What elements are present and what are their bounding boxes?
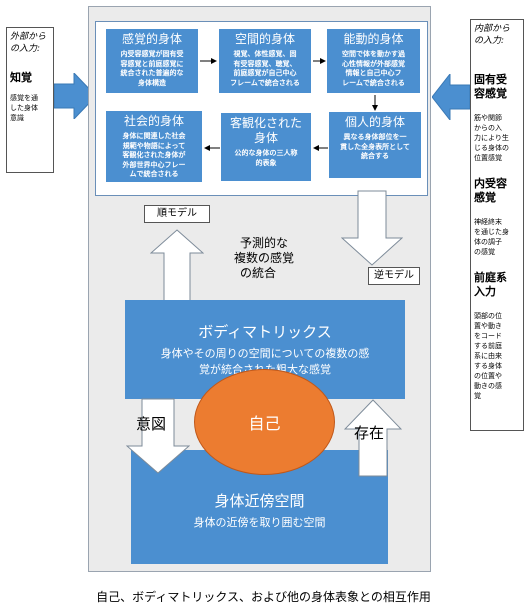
card-spatial-body: 空間的身体 視覚、体性感覚、固 有受容感覚、聴覚、 前庭感覚が自己中心 フレーム… bbox=[219, 29, 311, 93]
prediction-line-2: 複数の感覚 bbox=[234, 251, 295, 265]
vestibular-desc-2: 置や動き bbox=[474, 322, 502, 330]
proprioception-desc-1: 筋や関節 bbox=[474, 114, 502, 122]
card-social-body-desc-3: 客観化された身体が bbox=[122, 151, 186, 159]
vestibular-desc-8: 動きの感 bbox=[474, 382, 502, 390]
card-sensory-body: 感覚的身体 内受容感覚が固有受 容感覚と前庭感覚に 統合された普遍的な 身体構造 bbox=[106, 29, 198, 93]
card-personal-body-desc-2: 貫した全身表所として bbox=[340, 142, 410, 151]
internal-input-box: 内部から の入力: 固有受 容感覚 筋や関節 からの入 力により生 じる身体の … bbox=[470, 19, 524, 431]
card-sensory-body-desc-3: 統合された普遍的な bbox=[120, 69, 184, 77]
interoception-desc-4: の感覚 bbox=[474, 248, 495, 256]
card-active-body-title: 能動的身体 bbox=[343, 32, 404, 46]
inverse-model-label: 逆モデル bbox=[368, 267, 420, 285]
prediction-line-3: の統合 bbox=[240, 266, 277, 280]
card-sensory-body-title: 感覚的身体 bbox=[121, 32, 182, 46]
vestibular-desc-4: する前庭 bbox=[474, 342, 502, 350]
prediction-line-1: 予測的な bbox=[240, 236, 289, 250]
interoception-title-2: 感覚 bbox=[474, 191, 496, 204]
proprioception-title-1: 固有受 bbox=[474, 73, 507, 86]
peripersonal-space-title: 身体近傍空間 bbox=[214, 492, 305, 510]
card-spatial-body-desc-2: 有受容感覚、聴覚、 bbox=[233, 59, 297, 68]
card-personal-body-desc-3: 統合する bbox=[361, 152, 389, 160]
proprioception-desc-2: からの入 bbox=[474, 124, 502, 132]
vestibular-title-1: 前庭系 bbox=[474, 271, 507, 284]
self-label: 自己 bbox=[248, 414, 281, 433]
card-objectified-body-desc-1: 公的な身体の三人称 bbox=[234, 149, 298, 157]
card-sensory-body-desc-1: 内受容感覚が固有受 bbox=[120, 50, 184, 58]
existence-arrow-icon bbox=[344, 399, 402, 477]
existence-label: 存在 bbox=[354, 424, 385, 442]
peripersonal-space-desc: 身体の近傍を取り囲む空間 bbox=[193, 516, 326, 529]
intention-arrow-icon bbox=[126, 398, 190, 474]
interoception-desc-2: を通じた身 bbox=[474, 228, 509, 236]
card-objectified-body-desc-2: 的表象 bbox=[255, 158, 277, 167]
self-ellipse: 自己 bbox=[194, 369, 335, 475]
vestibular-desc-3: をコード bbox=[474, 332, 502, 340]
vestibular-desc-9: 覚 bbox=[474, 392, 481, 400]
card-social-body-desc-5: ムで統合される bbox=[129, 170, 179, 178]
body-matrix-desc-1: 身体やその周りの空間についての複数の感 bbox=[160, 347, 370, 360]
card-personal-body: 個人的身体 異なる身体部位を一 貫した全身表所として 統合する bbox=[329, 112, 421, 178]
vestibular-desc-6: する身体 bbox=[474, 362, 502, 370]
card-objectified-body-title-1: 客観化された bbox=[229, 116, 302, 130]
vestibular-desc-7: の位置や bbox=[474, 372, 502, 380]
card-active-body-desc-4: レームで統合される bbox=[342, 78, 405, 87]
proprioception-desc-3: 力により生 bbox=[474, 134, 509, 142]
body-matrix-title: ボディマトリックス bbox=[198, 323, 332, 341]
external-input-heading-2: の入力: bbox=[10, 44, 41, 54]
card-sensory-body-desc-2: 容感覚と前庭感覚に bbox=[120, 59, 184, 68]
internal-input-heading-1: 内部から bbox=[474, 24, 511, 34]
card-objectified-body-title-2: 身体 bbox=[253, 131, 278, 145]
card-social-body-desc-4: 外部世界中心フレー bbox=[122, 160, 186, 169]
external-input-title: 知覚 bbox=[10, 71, 32, 84]
card-personal-body-title: 個人的身体 bbox=[344, 115, 405, 129]
external-input-desc-1: 感覚を通 bbox=[10, 94, 38, 102]
predictive-integration-text: 予測的な 複数の感覚 の統合 bbox=[234, 236, 344, 281]
flow-arrows bbox=[200, 58, 378, 151]
interoception-desc-3: 体の調子 bbox=[474, 238, 502, 246]
card-active-body-desc-1: 空間で体を動かす過 bbox=[342, 50, 405, 58]
card-spatial-body-desc-3: 前庭感覚が自己中心 bbox=[233, 69, 297, 77]
card-social-body-desc-2: 規範や物語によって bbox=[122, 141, 186, 150]
inverse-model-arrow-icon bbox=[341, 190, 403, 266]
card-spatial-body-desc-1: 視覚、体性感覚、固 bbox=[233, 50, 297, 58]
card-active-body-desc-2: 心性情報が外部感覚 bbox=[342, 59, 405, 68]
card-sensory-body-desc-4: 身体構造 bbox=[138, 78, 166, 87]
card-active-body: 能動的身体 空間で体を動かす過 心性情報が外部感覚 情報と自己中心フ レームで統… bbox=[327, 29, 420, 93]
body-matrix-box: ボディマトリックス 身体やその周りの空間についての複数の感 覚が統合された粗大な… bbox=[125, 300, 405, 399]
card-social-body: 社会的身体 身体に関連した社会 規範や物語によって 客観化された身体が 外部世界… bbox=[106, 111, 202, 182]
vestibular-desc-5: 系に由来 bbox=[474, 352, 502, 360]
figure-caption: 自己、ボディマトリックス、および他の身体表象との相互作用 bbox=[96, 590, 431, 604]
vestibular-title-2: 入力 bbox=[474, 285, 496, 298]
card-personal-body-desc-1: 異なる身体部位を一 bbox=[343, 133, 407, 141]
internal-input-heading-2: の入力: bbox=[474, 36, 505, 46]
card-spatial-body-desc-4: フレームで統合される bbox=[230, 78, 300, 87]
external-input-desc-3: 意識 bbox=[10, 114, 24, 122]
external-input-arrow-icon bbox=[54, 73, 96, 119]
forward-model-arrow-icon bbox=[150, 229, 204, 303]
forward-model-label: 順モデル bbox=[144, 205, 210, 223]
card-active-body-desc-3: 情報と自己中心フ bbox=[345, 69, 402, 77]
proprioception-desc-5: 位置感覚 bbox=[474, 154, 502, 162]
interoception-title-1: 内受容 bbox=[474, 177, 507, 190]
external-input-heading-1: 外部から bbox=[10, 32, 47, 42]
card-objectified-body: 客観化された 身体 公的な身体の三人称 的表象 bbox=[221, 113, 311, 181]
card-social-body-desc-1: 身体に関連した社会 bbox=[122, 132, 186, 140]
external-input-desc-2: した身体 bbox=[10, 104, 38, 112]
internal-input-arrow-icon bbox=[432, 74, 470, 120]
external-input-box: 外部から の入力: 知覚 感覚を通 した身体 意識 bbox=[6, 27, 54, 173]
interoception-desc-1: 神経終末 bbox=[474, 218, 502, 226]
card-social-body-title: 社会的身体 bbox=[123, 114, 184, 128]
proprioception-title-2: 容感覚 bbox=[474, 87, 507, 100]
vestibular-desc-1: 頭部の位 bbox=[474, 312, 502, 320]
card-spatial-body-title: 空間的身体 bbox=[234, 32, 295, 46]
proprioception-desc-4: じる身体の bbox=[474, 144, 509, 152]
intention-label: 意図 bbox=[136, 415, 167, 433]
